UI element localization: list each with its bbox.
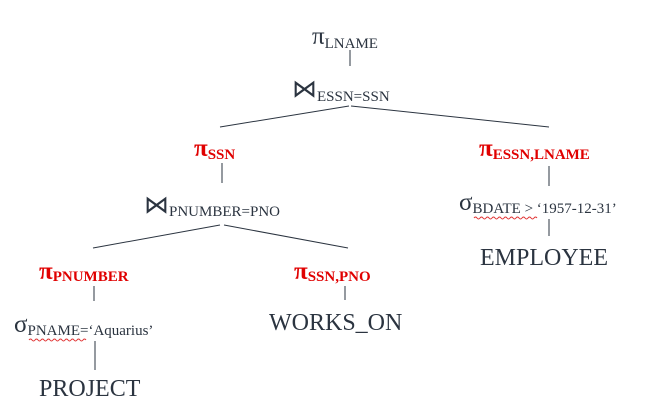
right-projection-node: πESSN,LNAME [479,135,590,163]
bdate-selection-subscript: BDATE [472,201,520,217]
left-join-subscript: PNUMBER=PNO [169,204,280,220]
left-join-node: ⋈PNUMBER=PNO [144,192,280,220]
pi-symbol: π [294,258,308,285]
root-projection-node: πLNAME [312,23,378,52]
pi-symbol: π [479,135,493,162]
project-relation-node: PROJECT [39,376,141,402]
spellcheck-underline [473,216,538,220]
pnumber-projection-subscript: PNUMBER [53,269,129,285]
bdate-selection-node: σBDATE > ‘1957-12-31’ [459,189,617,217]
spellcheck-underline [28,338,87,342]
top-join-node: ⋈ESSN=SSN [292,76,390,105]
pi-symbol: π [312,23,325,50]
top-join-subscript: ESSN=SSN [317,89,390,105]
pnumber-projection-node: πPNUMBER [39,258,129,285]
join-symbol: ⋈ [144,192,169,219]
join-symbol: ⋈ [292,76,317,103]
sigma-symbol: σ [14,311,28,338]
employee-relation-node: EMPLOYEE [480,245,608,271]
edge-join-to-right-projection [350,105,550,128]
left-projection-subscript: SSN [208,147,236,163]
sigma-symbol: σ [459,189,473,216]
ssn-pno-projection-node: πSSN,PNO [294,258,371,285]
bdate-selection-condition: > ‘1957-12-31’ [521,201,617,217]
root-projection-subscript: LNAME [325,36,378,52]
left-projection-node: πSSN [194,135,235,163]
edge-left-join-to-pnumber [92,224,221,249]
pname-selection-node: σPNAME=‘Aquarius’ [14,311,153,339]
works-on-relation-node: WORKS_ON [269,310,402,336]
right-projection-subscript: ESSN,LNAME [493,147,590,163]
pi-symbol: π [194,135,208,162]
ssn-pno-projection-subscript: SSN,PNO [308,269,371,285]
edge-left-join-to-ssn-pno [223,224,349,249]
pname-selection-subscript: PNAME=‘Aquarius’ [27,323,153,339]
edge-join-to-left-projection [219,105,350,128]
tree-edges [92,50,550,370]
pi-symbol: π [39,258,53,285]
